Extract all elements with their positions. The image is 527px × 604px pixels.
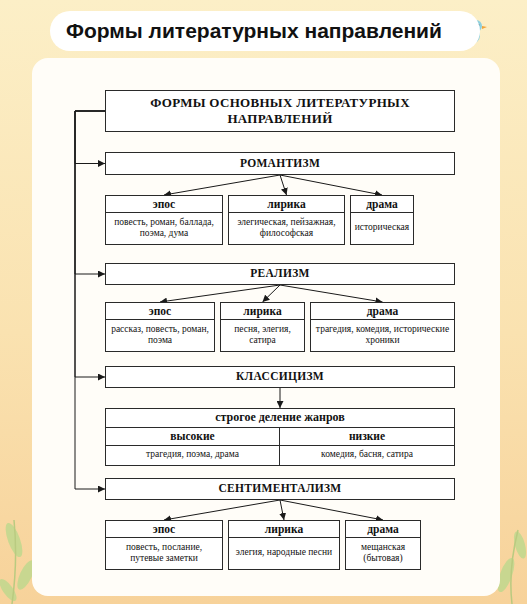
box-heading: ФОРМЫ ОСНОВНЫХ ЛИТЕРАТУРНЫХ НАПРАВЛЕНИЙ [114, 95, 446, 126]
box-body-text: мещанская (бытовая) [346, 538, 420, 569]
box-body-text: повесть, послание, путевые заметки [106, 538, 222, 569]
connector-arrow [280, 285, 383, 302]
connector-arrow [160, 285, 280, 302]
connector-arrow [280, 175, 382, 195]
connector-arrow [75, 111, 105, 274]
box-heading: высокие [106, 428, 279, 446]
connector-arrow [280, 500, 383, 520]
box-heading: эпос [106, 521, 222, 538]
box-heading: драма [311, 303, 454, 320]
box-body-text: историческая [351, 213, 413, 244]
box-heading: КЛАССИЦИЗМ [112, 370, 448, 384]
connector-arrow [75, 111, 105, 377]
direction-box: РОМАНТИЗМ [105, 152, 455, 175]
page-title: Формы литературных направлений [66, 19, 442, 43]
box-body-text: трагедия, поэма, драма [106, 446, 279, 465]
box-heading: лирика [221, 303, 304, 320]
box-body-text: повесть, роман, баллада, поэма, дума [106, 213, 222, 244]
connector-arrow [280, 175, 287, 195]
box-heading: лирика [229, 521, 339, 538]
box-body-text: комедия, басня, сатира [280, 446, 454, 465]
genre-box: эпосрассказ, повесть, роман, поэма [105, 302, 215, 352]
box-heading: строгое деление жанров [106, 409, 454, 428]
direction-box: СЕНТИМЕНТАЛИЗМ [105, 478, 455, 500]
connector-arrow [164, 175, 280, 195]
box-body-text: трагедия, комедия, исторические хроники [311, 320, 454, 351]
box-heading: эпос [106, 303, 214, 320]
connector-arrow [263, 285, 281, 302]
genre-box: драматрагедия, комедия, исторические хро… [310, 302, 455, 352]
box-heading: СЕНТИМЕНТАЛИЗМ [112, 482, 448, 496]
box-body-text: элегическая, пейзажная, философская [229, 213, 344, 244]
connector-arrow [164, 500, 280, 520]
title-pill: Формы литературных направлений [50, 11, 480, 51]
box-heading: лирика [229, 196, 344, 213]
genre-group-box: строгое деление жанроввысокиетрагедия, п… [105, 408, 455, 466]
connector-arrow [280, 500, 284, 520]
box-heading: низкие [280, 428, 454, 446]
box-body-text: рассказ, повесть, роман, поэма [106, 320, 214, 351]
genre-box: лирикаэлегия, народные песни [228, 520, 340, 570]
genre-box: драмамещанская (бытовая) [345, 520, 421, 570]
genre-box: лирикаэлегическая, пейзажная, философска… [228, 195, 345, 245]
genre-cell: высокиетрагедия, поэма, драма [106, 428, 280, 465]
box-heading: РЕАЛИЗМ [112, 267, 448, 281]
main-title-box: ФОРМЫ ОСНОВНЫХ ЛИТЕРАТУРНЫХ НАПРАВЛЕНИЙ [105, 90, 455, 132]
box-heading: эпос [106, 196, 222, 213]
box-heading: драма [346, 521, 420, 538]
connector-arrow [75, 111, 105, 164]
box-heading: драма [351, 196, 413, 213]
genre-box: эпосповесть, роман, баллада, поэма, дума [105, 195, 223, 245]
box-body-text: элегия, народные песни [229, 538, 339, 569]
connector-arrow [280, 388, 281, 408]
connector-arrow [75, 111, 105, 489]
genre-box: лирикапесня, элегия, сатира [220, 302, 305, 352]
direction-box: КЛАССИЦИЗМ [105, 366, 455, 388]
box-heading: РОМАНТИЗМ [112, 157, 448, 171]
genre-box: драмаисторическая [350, 195, 414, 245]
direction-box: РЕАЛИЗМ [105, 263, 455, 285]
box-body-text: песня, элегия, сатира [221, 320, 304, 351]
genre-cell: низкиекомедия, басня, сатира [280, 428, 454, 465]
genre-box: эпосповесть, послание, путевые заметки [105, 520, 223, 570]
